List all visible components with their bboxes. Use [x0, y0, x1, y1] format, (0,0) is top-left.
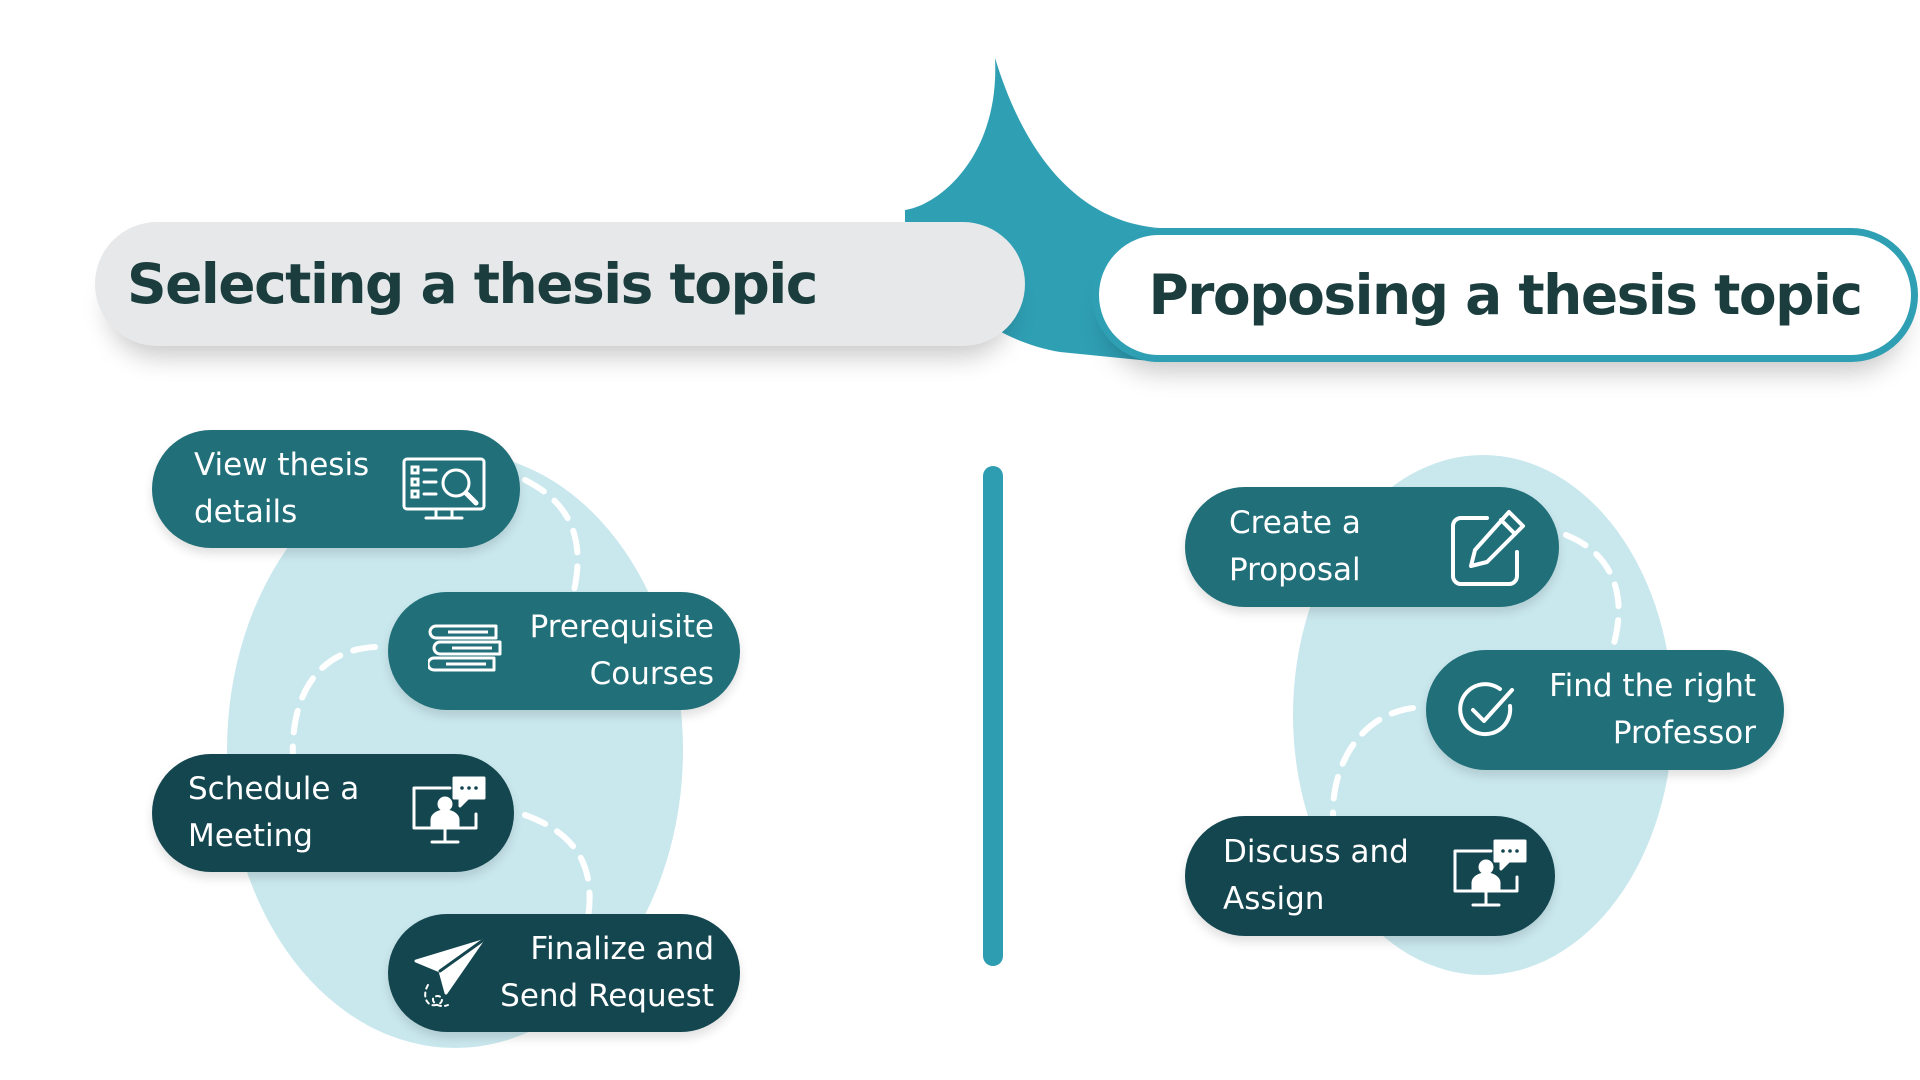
step-label: Prerequisite Courses	[529, 609, 714, 692]
books-icon	[428, 620, 504, 682]
monitor-search-icon	[402, 457, 492, 521]
step-prerequisite-courses[interactable]: Prerequisite Courses	[388, 592, 740, 710]
selecting-topic-title: Selecting a thesis topic	[127, 252, 818, 316]
step-label: Create a Proposal	[1229, 505, 1361, 588]
step-discuss-assign[interactable]: Discuss and Assign	[1185, 816, 1555, 936]
check-circle-icon	[1456, 680, 1516, 740]
video-meeting-icon	[410, 776, 488, 850]
step-label: View thesis details	[194, 447, 370, 530]
step-label: Schedule a Meeting	[188, 771, 360, 854]
step-label: Finalize and Send Request	[500, 931, 714, 1014]
paper-plane-icon	[412, 935, 488, 1011]
step-create-proposal[interactable]: Create a Proposal	[1185, 487, 1559, 607]
step-finalize-send-request[interactable]: Finalize and Send Request	[388, 914, 740, 1032]
selecting-topic-header: Selecting a thesis topic	[95, 222, 1025, 346]
step-label: Find the right Professor	[1549, 668, 1756, 751]
video-meeting-icon	[1451, 839, 1529, 913]
edit-square-icon	[1447, 506, 1529, 588]
step-find-right-professor[interactable]: Find the right Professor	[1426, 650, 1784, 770]
left-dashed-path	[289, 477, 593, 921]
step-label: Discuss and Assign	[1223, 834, 1409, 917]
step-view-thesis-details[interactable]: View thesis details	[152, 430, 520, 548]
step-schedule-meeting[interactable]: Schedule a Meeting	[152, 754, 514, 872]
right-dashed-path	[1329, 532, 1622, 818]
proposing-topic-header: Proposing a thesis topic	[1092, 228, 1918, 362]
proposing-topic-title: Proposing a thesis topic	[1148, 263, 1863, 327]
section-divider	[983, 466, 1003, 966]
